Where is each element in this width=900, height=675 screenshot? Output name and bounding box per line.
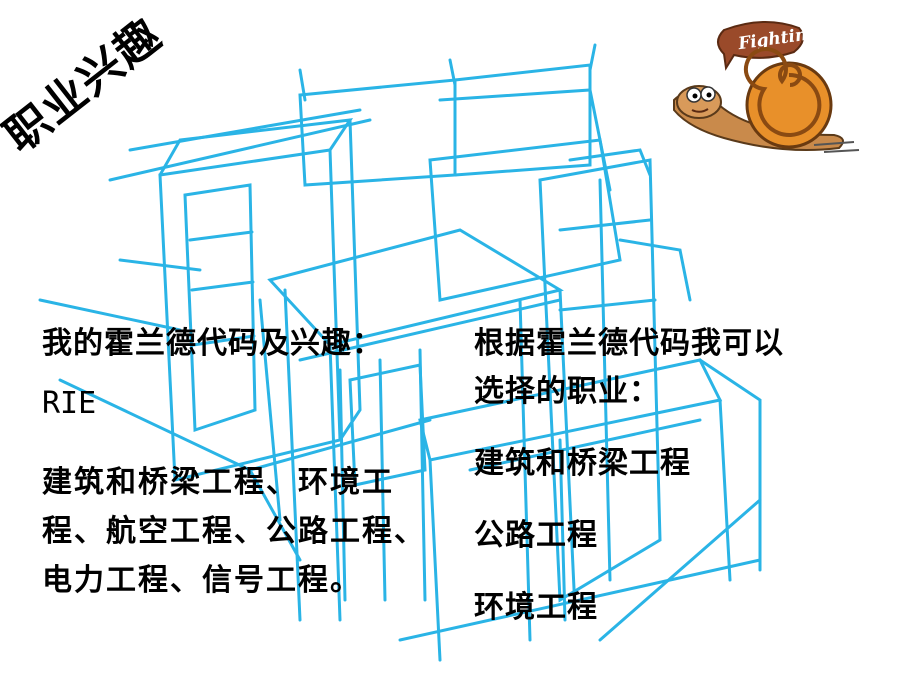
holland-code: RIE (42, 386, 97, 421)
career-item-3: 环境工程 (474, 590, 598, 625)
career-item-1: 建筑和桥梁工程 (474, 446, 691, 481)
left-career-list: 建筑和桥梁工程、环境工程、航空工程、公路工程、电力工程、信号工程。 (42, 465, 426, 598)
right-heading-line1: 根据霍兰德代码我可以 (474, 326, 784, 361)
snail-mascot-icon: Fighting (673, 20, 860, 153)
speech-bubble-icon: Fighting (717, 20, 820, 71)
left-heading: 我的霍兰德代码及兴趣： (42, 326, 383, 361)
right-heading-line2: 选择的职业： (474, 374, 660, 409)
career-item-2: 公路工程 (474, 518, 598, 553)
